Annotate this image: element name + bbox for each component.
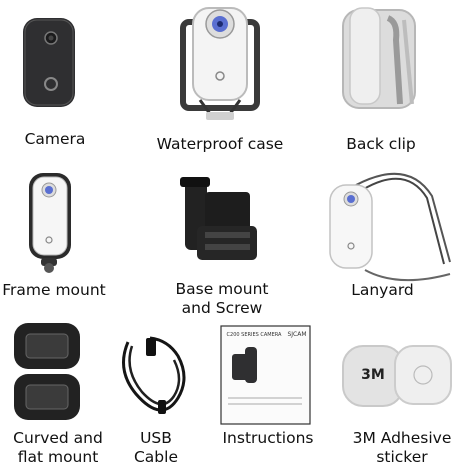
- instructions-icon: [220, 325, 311, 425]
- lanyard-label: Lanyard: [351, 281, 414, 299]
- base-mount-label: Base mount and Screw: [175, 280, 269, 317]
- adhesive-sticker-icon: [342, 345, 452, 407]
- curved-and-flat-mount-icon: [14, 323, 80, 420]
- back-clip-icon: [342, 7, 416, 109]
- frame-mount-label: Frame mount: [2, 281, 106, 299]
- waterproof-case-icon: [180, 7, 260, 120]
- manual-title: C200 SERIES CAMERA: [226, 332, 282, 338]
- camera-label: Camera: [24, 130, 86, 148]
- sticker-brand: 3M: [361, 367, 385, 383]
- camera-icon: [23, 18, 75, 107]
- instructions-label: Instructions: [222, 429, 314, 447]
- adhesive-sticker-label: 3M Adhesive sticker: [352, 429, 452, 466]
- base-mount-icon: [180, 177, 257, 260]
- manual-brand: SJCAM: [287, 331, 307, 338]
- usb-cable-label: USB Cable: [133, 429, 178, 466]
- curved-and-flat-mount-label: Curved and flat mount: [13, 429, 103, 466]
- back-clip-label: Back clip: [346, 135, 416, 153]
- waterproof-case-label: Waterproof case: [156, 135, 284, 153]
- lanyard-icon: [329, 172, 451, 282]
- frame-mount-icon: [29, 173, 71, 273]
- usb-cable-icon: [122, 336, 186, 414]
